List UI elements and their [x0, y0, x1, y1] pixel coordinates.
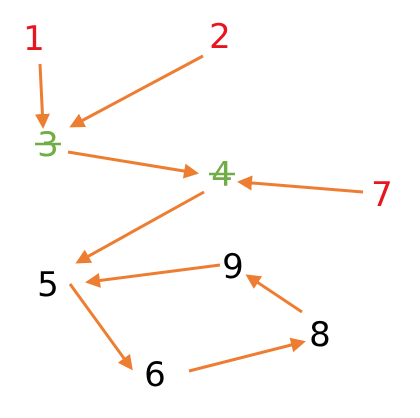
node-6: 6 [144, 355, 166, 395]
node-8: 8 [309, 315, 331, 355]
node-9: 9 [222, 247, 244, 287]
arrow-2-to-3 [69, 54, 204, 128]
arrow-4-to-5 [75, 190, 205, 264]
node-2: 2 [209, 17, 231, 57]
node-label-9: 9 [222, 247, 244, 287]
node-label-1: 1 [23, 19, 45, 59]
node-4: 4 [209, 155, 235, 195]
node-label-7: 7 [371, 175, 393, 215]
edges-layer [34, 54, 364, 373]
node-1: 1 [23, 19, 45, 59]
arrow-1-to-3 [34, 63, 50, 129]
arrow-3-to-4 [67, 150, 199, 179]
arrow-5-to-6 [68, 283, 133, 371]
node-3: 3 [35, 125, 61, 165]
nodes-layer: 1 2 3 4 5 6 7 8 9 [23, 17, 393, 395]
arrow-9-to-5 [85, 263, 221, 288]
arrow-6-to-8 [188, 337, 306, 373]
node-7: 7 [371, 175, 393, 215]
arrow-8-to-9 [245, 274, 303, 314]
node-5: 5 [37, 265, 59, 305]
node-label-2: 2 [209, 17, 231, 57]
arrow-7-to-4 [237, 175, 364, 194]
node-label-6: 6 [144, 355, 166, 395]
node-label-5: 5 [37, 265, 59, 305]
node-label-8: 8 [309, 315, 331, 355]
